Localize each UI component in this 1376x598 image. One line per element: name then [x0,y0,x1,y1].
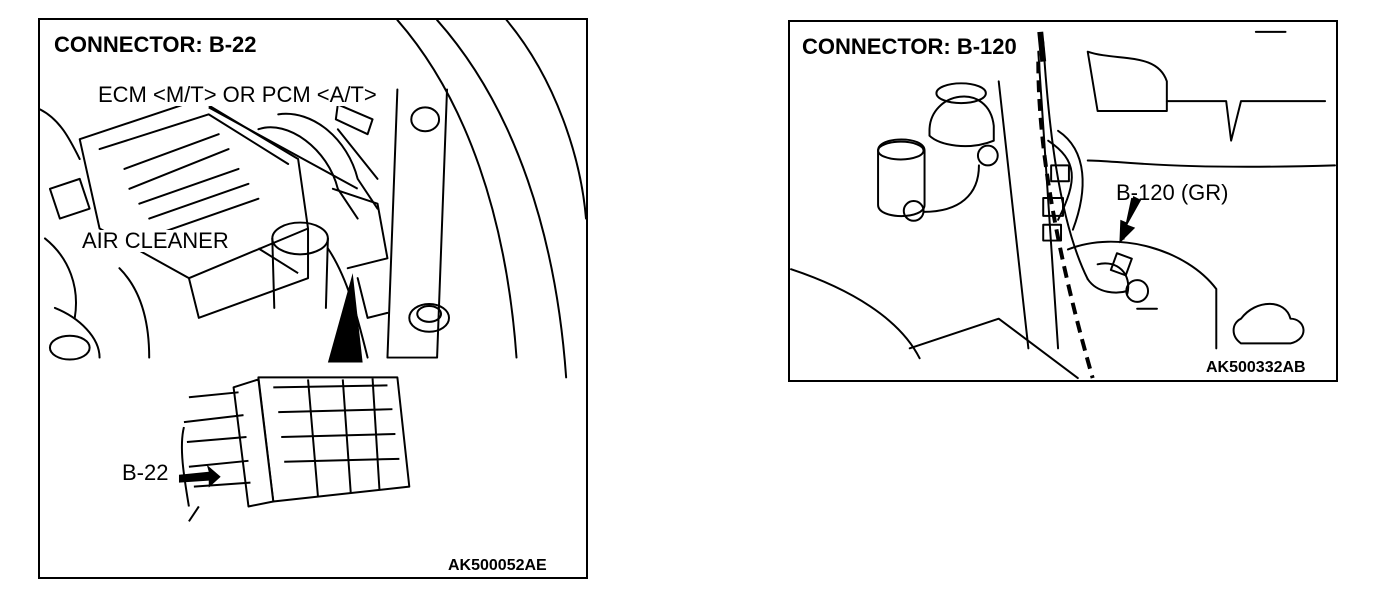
panel-title: CONNECTOR: B-120 [802,34,1017,59]
engine-bay-illustration [40,20,586,522]
connector-arrow-icon [178,464,221,488]
harness-illustration [790,30,1336,380]
connector-b120-panel: CONNECTOR: B-120 B-120 (GR) AK500332AB [788,20,1338,382]
air-cleaner-label: AIR CLEANER [80,228,231,253]
pointer-arrow-icon [327,273,363,363]
ecm-label: ECM <M/T> OR PCM <A/T> [96,82,379,107]
panel-title: CONNECTOR: B-22 [54,32,257,57]
connector-label: B-22 [120,460,171,485]
figure-code: AK500332AB [1206,359,1306,376]
connector-b22-panel: CONNECTOR: B-22 ECM <M/T> OR PCM <A/T> A… [38,18,588,579]
connector-label: B-120 (GR) [1116,180,1229,205]
figure-code: AK500052AE [448,557,547,574]
